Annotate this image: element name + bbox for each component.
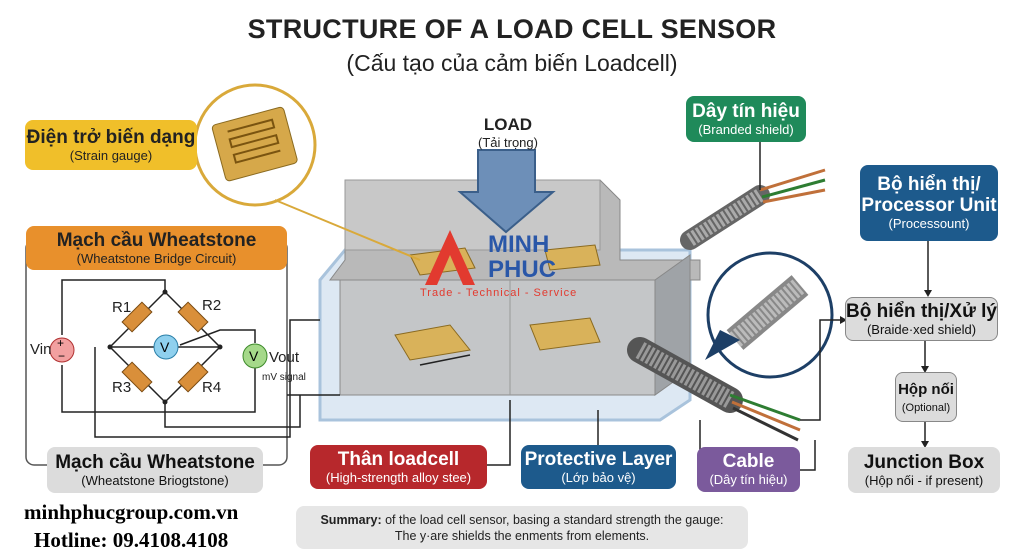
- hop-noi-label: Hộp nối (Optional): [895, 372, 957, 422]
- protective-layer-label: Protective Layer (Lớp bảo vệ): [521, 445, 676, 489]
- svg-text:+: +: [57, 336, 64, 350]
- junction-box-label: Junction Box (Hộp nối - if present): [848, 447, 1000, 493]
- svg-text:V: V: [160, 339, 170, 355]
- svg-text:Trade - Technical - Service: Trade - Technical - Service: [420, 287, 577, 299]
- signal-cable-bottom: [627, 337, 801, 442]
- svg-text:PHUC: PHUC: [488, 256, 556, 283]
- load-cell-body-label: Thân loadcell (High-strength alloy stee): [310, 445, 487, 489]
- svg-text:V: V: [249, 348, 259, 364]
- vout-meter-icon: [242, 343, 268, 369]
- page-subtitle: (Cấu tạo của cảm biến Loadcell): [346, 50, 678, 76]
- signal-wire-label: Dây tín hiệu (Branded shield): [686, 96, 806, 142]
- load-sub: (Tải trọng): [478, 135, 538, 150]
- load-label: LOAD: [484, 115, 532, 134]
- page-title: STRUCTURE OF A LOAD CELL SENSOR: [247, 14, 777, 44]
- svg-text:−: −: [58, 349, 65, 363]
- load-arrow-icon: [457, 149, 556, 234]
- wheatstone-bottom-label: Mạch cầu Wheatstone (Wheatstone Briogtst…: [47, 447, 263, 493]
- cable-label: Cable (Dây tín hiệu): [697, 447, 800, 492]
- strain-gauge-label: Điện trở biến dạng (Strain gauge): [25, 120, 197, 170]
- wheatstone-header: Mạch cầu Wheatstone (Wheatstone Bridge C…: [26, 226, 287, 270]
- hotline-text: Hotline: 09.4108.4108: [34, 528, 229, 552]
- minh-phuc-logo: MINH PHUC Trade - Technical - Service: [420, 230, 577, 299]
- summary-label: Summary:: [320, 513, 382, 527]
- svg-text:Vout: Vout: [269, 349, 300, 366]
- svg-text:R1: R1: [112, 299, 131, 316]
- svg-text:R3: R3: [112, 379, 131, 396]
- load-cell-body: [318, 179, 701, 422]
- website-text: minhphucgroup.com.vn: [24, 500, 239, 524]
- summary-box: Summary: of the load cell sensor, basing…: [296, 506, 748, 549]
- display-processor-label: Bộ hiển thị/Xử lý (Braide·xed shield): [845, 297, 998, 341]
- svg-text:MINH: MINH: [488, 231, 549, 258]
- signal-cable-top: [680, 168, 826, 250]
- summary-line1: of the load cell sensor, basing a standa…: [381, 513, 724, 527]
- svg-text:Vin: Vin: [30, 341, 51, 358]
- voltage-source-icon: [49, 337, 75, 363]
- summary-line2: The y·are shields the enments from eleme…: [394, 529, 650, 543]
- voltmeter-icon: [153, 334, 179, 360]
- svg-text:R4: R4: [202, 379, 221, 396]
- svg-text:R2: R2: [202, 297, 221, 314]
- processor-unit-label: Bộ hiển thị/ Processor Unit (Processount…: [860, 165, 998, 241]
- svg-text:mV signal: mV signal: [262, 372, 306, 383]
